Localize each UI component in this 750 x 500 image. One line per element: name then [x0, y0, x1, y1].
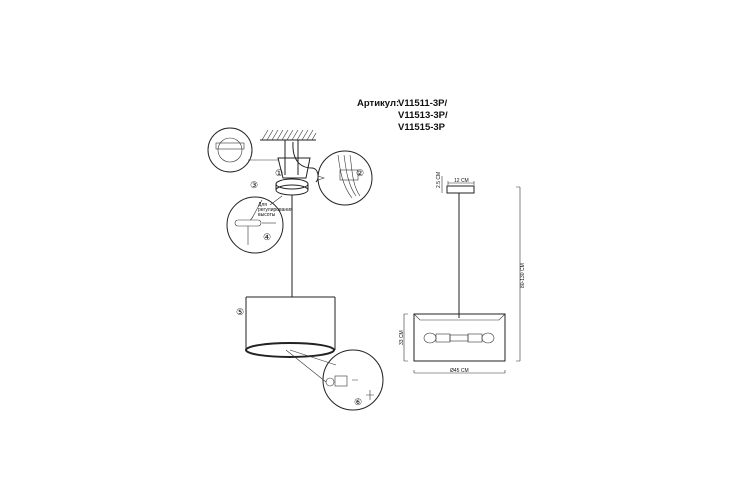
article-code: V11513-3P/ — [398, 110, 448, 121]
shade-diameter-label: Ø45 CM — [450, 368, 469, 374]
dimension-drawing: 12 CM 2.5 CM 80-130 CM 33 CM Ø45 CM — [399, 172, 526, 374]
mounting-bracket — [277, 157, 311, 179]
detail-bubble — [317, 150, 373, 206]
shade — [413, 313, 506, 362]
canopy — [446, 185, 475, 194]
step-3-label: ③ — [250, 180, 258, 190]
note-text: Для — [258, 202, 267, 208]
step-6-label: ⑥ — [354, 397, 362, 407]
total-height-label: 80-130 CM — [520, 263, 526, 288]
article-label: Артикул: — [357, 98, 399, 109]
drum-shade — [245, 296, 336, 358]
canopy-height-label: 2.5 CM — [436, 172, 442, 188]
step-4-label: ④ — [263, 232, 271, 242]
detail-bubble — [226, 196, 284, 254]
ceiling-hatch — [260, 129, 317, 141]
article-header: Артикул: V11511-3P/ V11513-3P/ V11515-3P — [357, 98, 448, 133]
note-text: высоты — [258, 212, 276, 218]
step-1-label: ① — [275, 168, 283, 178]
detail-bubble — [322, 349, 384, 411]
detail-bubble — [207, 127, 253, 173]
step-2-label: ② — [356, 168, 364, 178]
article-code: V11515-3P — [398, 122, 446, 133]
canopy — [275, 178, 309, 190]
step-5-label: ⑤ — [236, 307, 244, 317]
article-code: V11511-3P/ — [398, 98, 447, 109]
shade-height-label: 33 CM — [399, 330, 405, 345]
note-text: регулирования — [258, 207, 293, 213]
installation-drawing: Для регулирования высоты ① ② ③ ④ ⑤ ⑥ — [207, 127, 384, 411]
canopy-width-label: 12 CM — [454, 178, 469, 184]
